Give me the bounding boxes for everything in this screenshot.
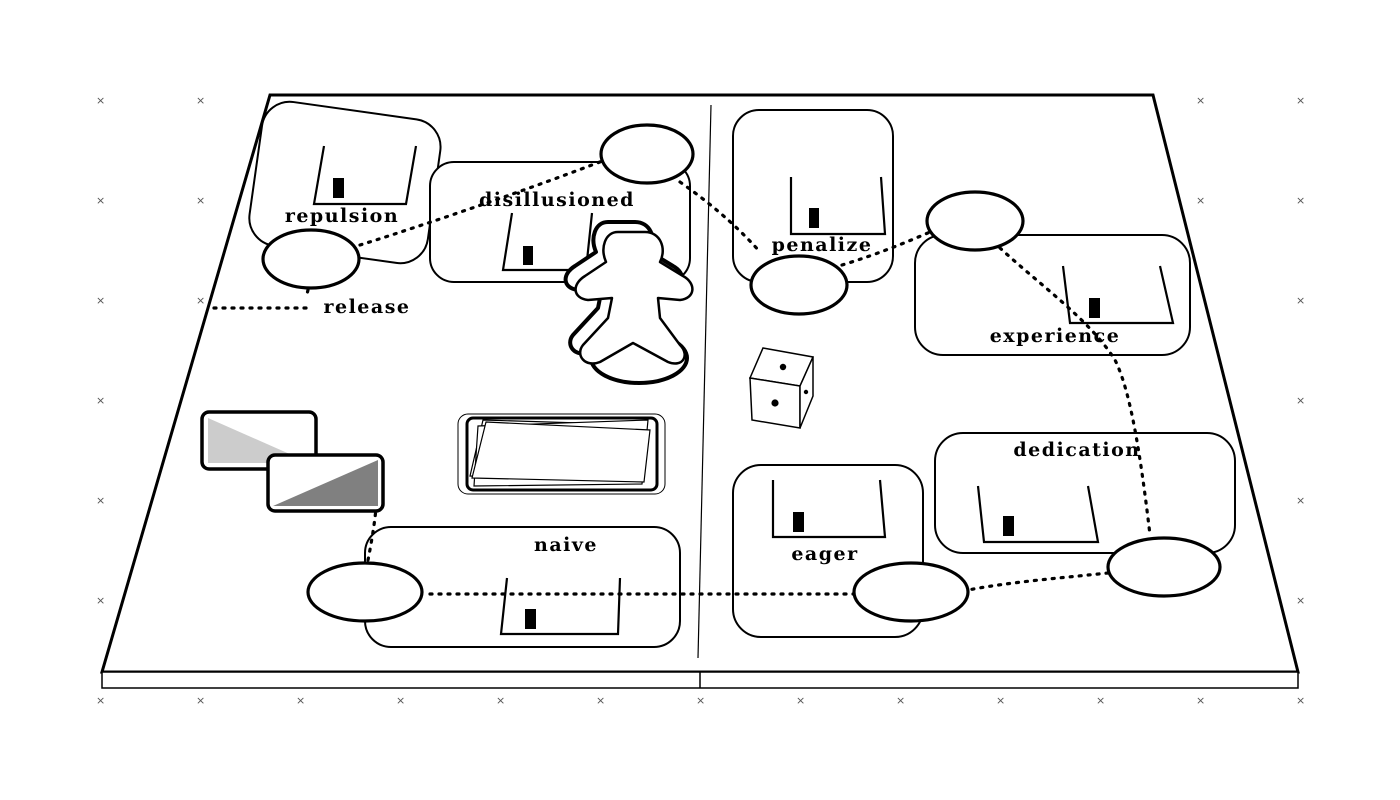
svg-text:×: × (296, 694, 305, 707)
card-deck[interactable] (457, 413, 666, 495)
svg-text:×: × (96, 594, 105, 607)
board-space[interactable] (306, 561, 424, 623)
svg-text:×: × (96, 694, 105, 707)
svg-text:×: × (96, 94, 105, 107)
board-space[interactable] (749, 254, 849, 316)
room-label: eager (791, 543, 858, 565)
board-space[interactable] (852, 561, 970, 623)
svg-text:×: × (1296, 94, 1305, 107)
svg-text:×: × (1196, 94, 1205, 107)
die[interactable] (748, 347, 815, 429)
room-label: penalize (772, 234, 873, 256)
room-label: naive (534, 534, 598, 556)
svg-text:×: × (196, 94, 205, 107)
board-space[interactable] (261, 228, 361, 290)
room-label: dedication (1013, 439, 1140, 461)
svg-text:×: × (896, 694, 905, 707)
room-dedication[interactable]: dedication (934, 432, 1236, 554)
room-level-marker (809, 208, 819, 228)
svg-text:×: × (1296, 694, 1305, 707)
die-pip (803, 389, 809, 395)
exit-label: release (323, 296, 410, 318)
room-level-marker (523, 246, 533, 265)
room-level-marker (333, 178, 344, 198)
svg-text:×: × (1296, 294, 1305, 307)
room-penalize[interactable]: penalize (732, 109, 894, 283)
svg-text:×: × (1196, 194, 1205, 207)
board-space[interactable] (599, 123, 695, 185)
room-label: repulsion (285, 205, 399, 227)
svg-text:×: × (196, 694, 205, 707)
svg-text:×: × (496, 694, 505, 707)
room-experience[interactable]: experience (914, 234, 1191, 356)
room-level-marker (525, 609, 536, 629)
room-label: experience (990, 325, 1121, 347)
svg-text:×: × (796, 694, 805, 707)
svg-text:×: × (196, 294, 205, 307)
room-level-marker (1003, 516, 1014, 536)
svg-text:×: × (696, 694, 705, 707)
player-meeple[interactable] (563, 220, 694, 385)
die-pip (771, 399, 779, 407)
svg-text:×: × (1196, 694, 1205, 707)
room-label: disillusioned (479, 189, 635, 211)
svg-text:×: × (1296, 494, 1305, 507)
board-spaces (261, 123, 1222, 623)
svg-text:×: × (96, 294, 105, 307)
svg-text:×: × (996, 694, 1005, 707)
room-level-marker (1089, 298, 1100, 318)
svg-text:×: × (1296, 394, 1305, 407)
board-space[interactable] (925, 190, 1025, 252)
svg-text:×: × (96, 194, 105, 207)
card-dark[interactable] (266, 453, 385, 513)
svg-text:×: × (396, 694, 405, 707)
svg-text:×: × (1096, 694, 1105, 707)
svg-text:×: × (196, 194, 205, 207)
grid-marks: × × × × × × × × × × × × × × × × × × × × × × × × × × ×… (96, 94, 1305, 707)
board-space[interactable] (1106, 536, 1222, 598)
room-naive[interactable]: naive (364, 526, 681, 648)
svg-text:×: × (96, 494, 105, 507)
board-fold-line (697, 104, 712, 659)
room-level-marker (793, 512, 804, 532)
svg-text:×: × (1296, 594, 1305, 607)
svg-text:×: × (596, 694, 605, 707)
die-pip (779, 363, 787, 371)
board-paths (212, 158, 1152, 596)
svg-text:×: × (96, 394, 105, 407)
svg-text:×: × (1296, 194, 1305, 207)
